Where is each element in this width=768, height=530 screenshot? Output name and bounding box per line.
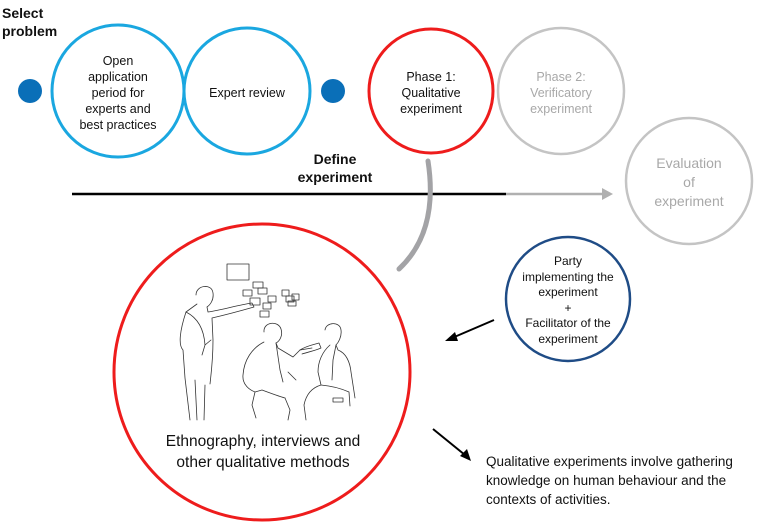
stage-circle-phase-1 — [367, 27, 495, 155]
qualitative-note: Qualitative experiments involve gatherin… — [486, 454, 733, 507]
arrow-to-note — [432, 428, 471, 461]
start-label: Select problem — [2, 5, 58, 39]
connector-arc — [396, 158, 433, 272]
start-dot — [18, 79, 42, 103]
actors-label: Party implementing the experiment + Faci… — [522, 254, 614, 346]
midpoint-dot — [321, 79, 345, 103]
define-experiment-label: Define experiment — [297, 151, 373, 185]
stage-circle-phase-2 — [496, 26, 626, 156]
arrow-to-detail — [445, 319, 495, 341]
timeline-arrowhead — [602, 188, 613, 200]
stage-label-expert-review: Expert review — [209, 86, 285, 100]
stage-circle-expert-review — [182, 26, 312, 156]
stage-label-open-application: Open application period for experts and … — [79, 54, 157, 132]
people-interview-illustration — [179, 263, 356, 421]
actors-circle — [504, 235, 632, 363]
stage-label-phase-1: Phase 1: Qualitative experiment — [400, 70, 462, 116]
detail-circle — [112, 222, 412, 522]
stage-label-phase-2: Phase 2: Verificatory experiment — [530, 70, 592, 116]
detail-circle-label: Ethnography, interviews and other qualit… — [165, 433, 361, 471]
stage-circle-evaluation — [624, 116, 754, 246]
stage-label-evaluation: Evaluation of experiment — [654, 155, 724, 209]
